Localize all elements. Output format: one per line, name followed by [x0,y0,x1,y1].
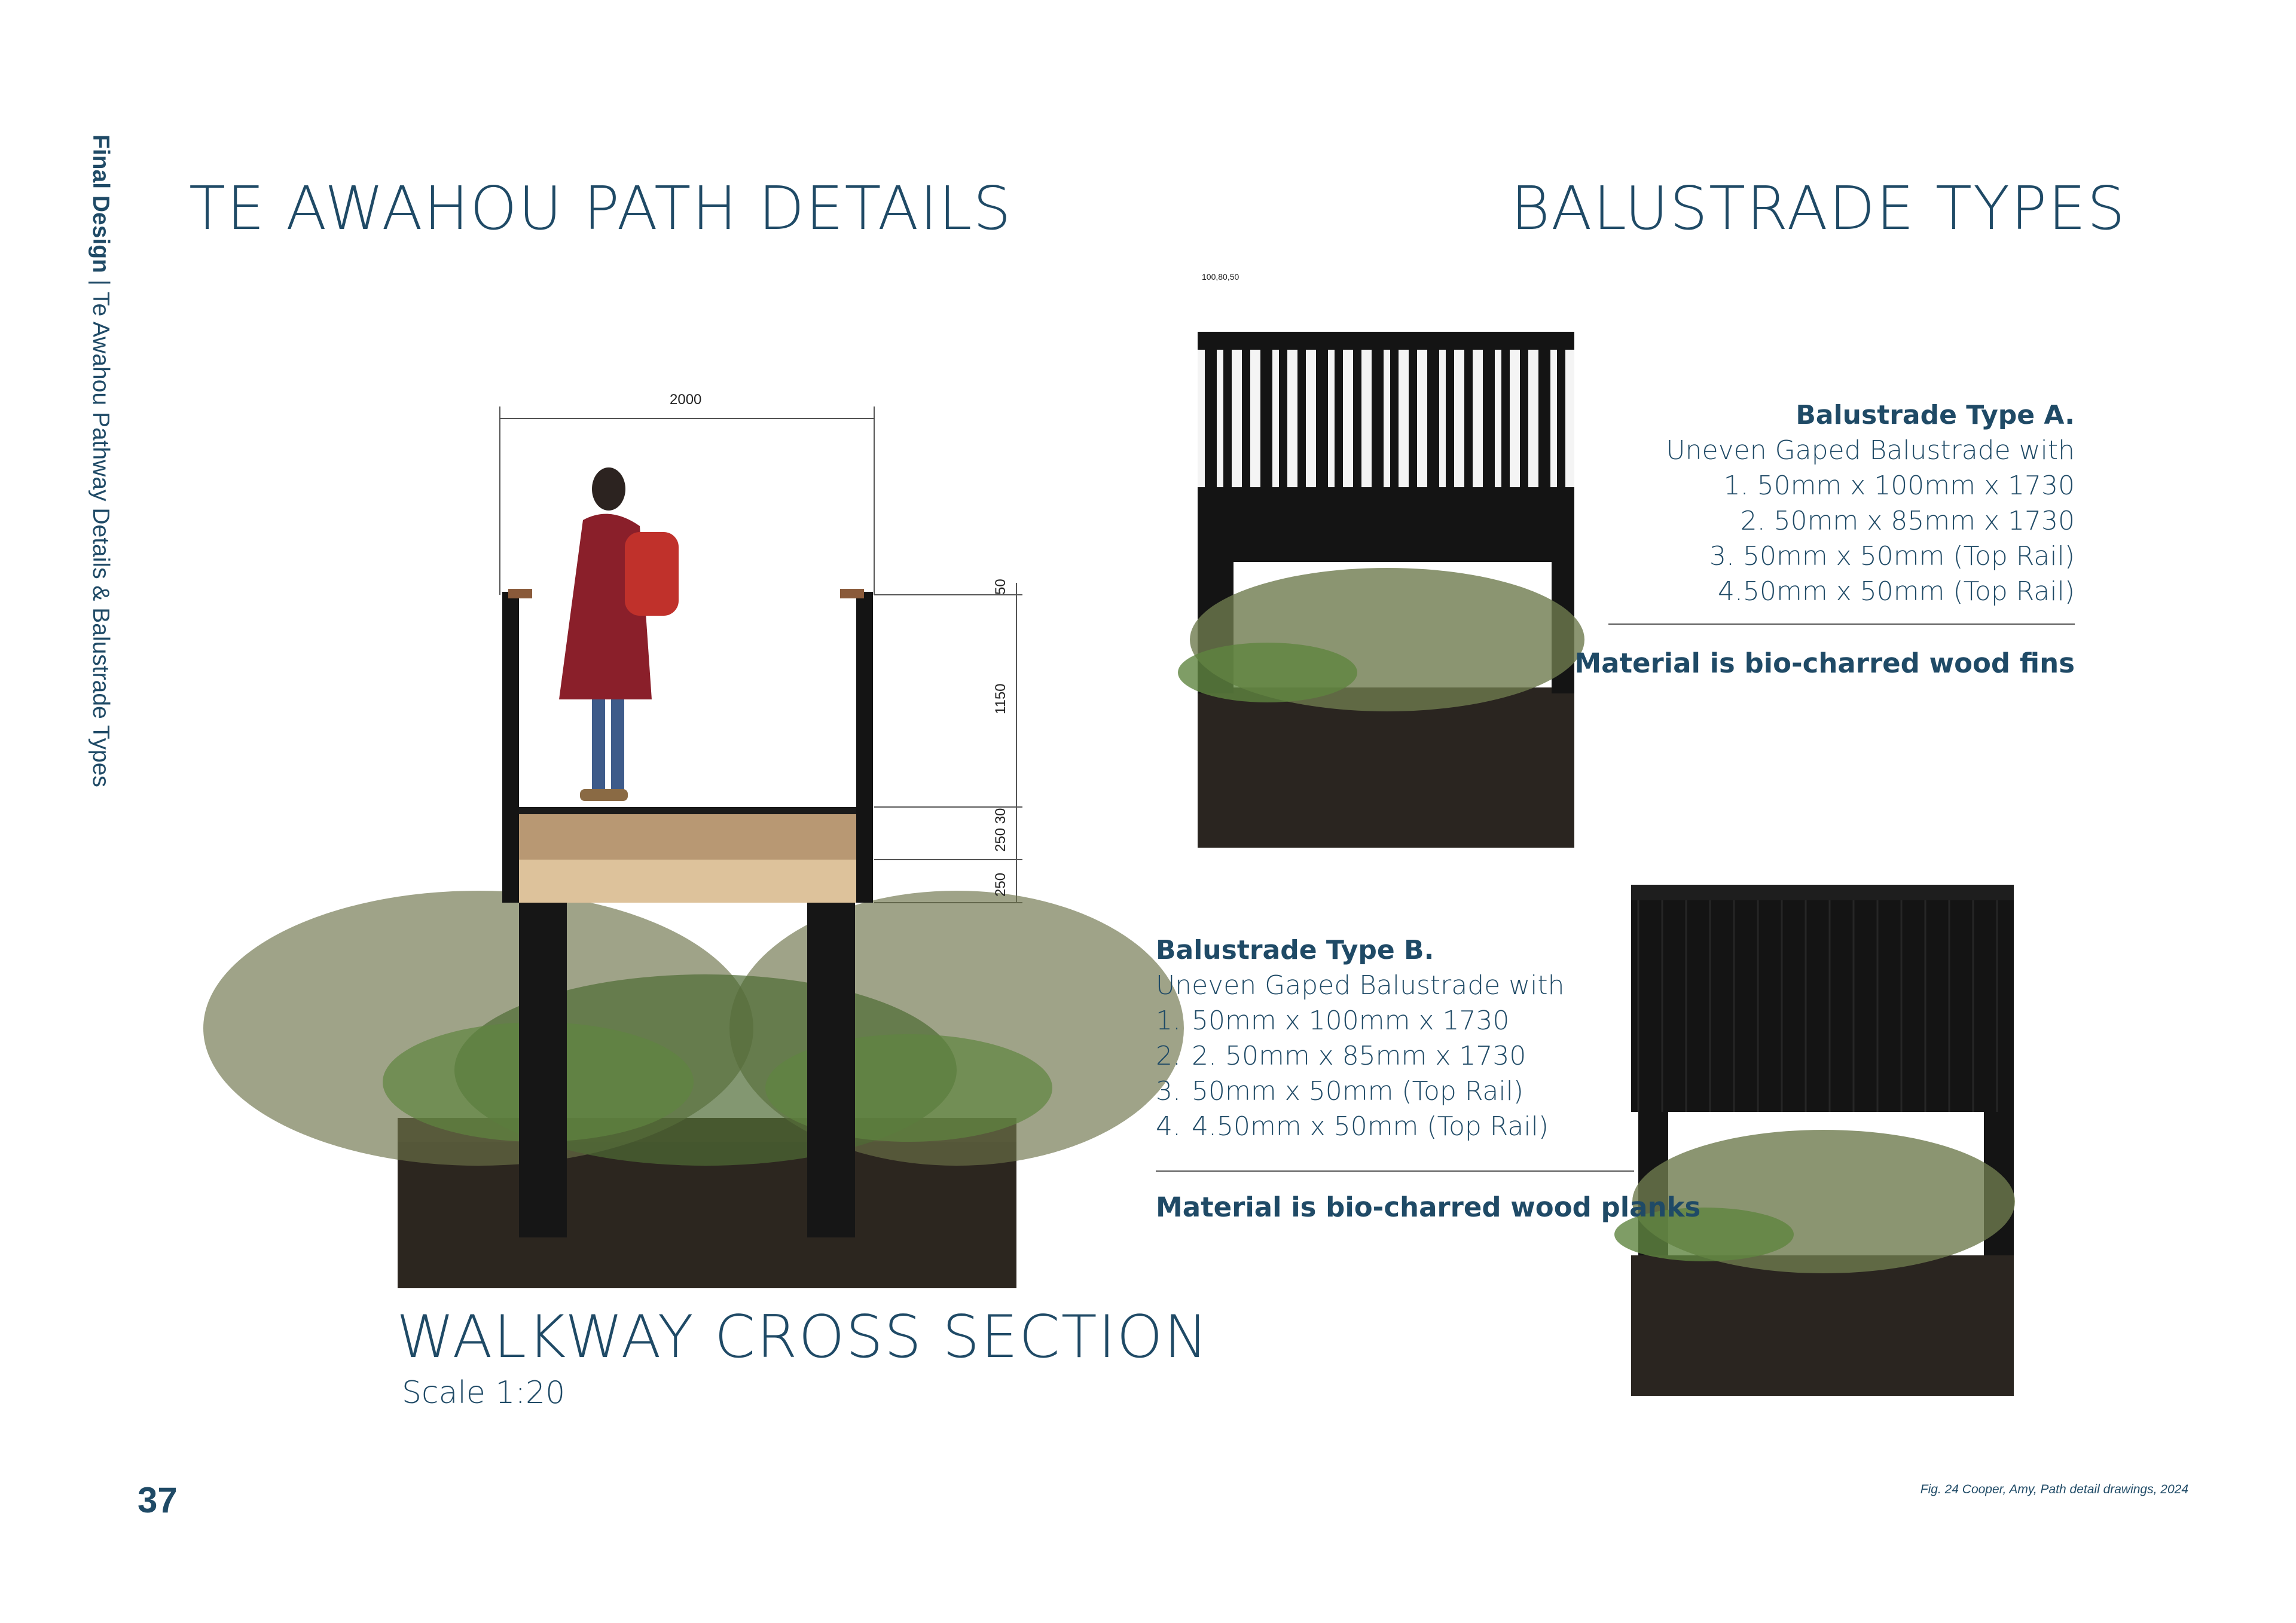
balustrade-b-item: 3.50mm x 50mm (Top Rail) [1156,1076,1524,1107]
balustrade-a-item: 1. 50mm x 100mm x 1730 [1723,470,2075,501]
wood-fin [1427,350,1439,487]
wood-fin [1335,350,1343,487]
scale-label: Scale 1:20 [402,1375,566,1411]
balustrade-a-item: 3. 50mm x 50mm (Top Rail) [1709,541,2075,571]
wood-fin [1390,350,1399,487]
wood-fin [1464,350,1473,487]
soil-block [1198,687,1574,848]
wood-fin [1557,350,1565,487]
balustrade-a-item: 2. 50mm x 85mm x 1730 [1740,506,2075,536]
wood-fin [1223,350,1232,487]
path-details-title: TE AWAHOU PATH DETAILS [189,173,1012,243]
cross-section-title: WALKWAY CROSS SECTION [396,1303,1209,1371]
wood-fin [1520,350,1528,487]
foliage [1614,1208,1794,1261]
wood-fin [1205,350,1217,487]
wood-fin [1483,350,1495,487]
balustrade-b-item: 4.4.50mm x 50mm (Top Rail) [1156,1111,1549,1142]
balustrade-b-spec: Balustrade Type B. Uneven Gaped Balustra… [1156,933,1565,1144]
top-rail [1631,885,2014,900]
balustrade-types-title: BALUSTRADE TYPES [1510,173,2126,243]
foliage [1178,643,1357,702]
balustrade-a-item: 4.50mm x 50mm (Top Rail) [1718,576,2075,607]
top-rail [1198,332,1574,350]
balustrade-a-divider [1608,623,2075,625]
balustrade-b-item: 2.2. 50mm x 85mm x 1730 [1156,1041,1526,1071]
balustrade-a-heading: Balustrade Type A. [1796,400,2075,430]
balustrade-a-intro: Uneven Gaped Balustrade with [1666,435,2075,466]
wood-fin [1316,350,1328,487]
wood-fin [1446,350,1454,487]
dim-width: 2000 [670,392,702,408]
balustrade-a-spec: Balustrade Type A. Uneven Gaped Balustra… [1666,398,2075,609]
wood-fin [1372,350,1384,487]
fin-base-band [1198,487,1574,562]
balustrade-b-material: Material is bio-charred wood planks [1156,1191,1701,1223]
wood-fin [1242,350,1250,487]
soil-block [1631,1255,2014,1396]
wood-fin [1353,350,1361,487]
balustrade-b-heading: Balustrade Type B. [1156,935,1434,965]
wood-fin [1538,350,1550,487]
balustrade-b-item: 1.50mm x 100mm x 1730 [1156,1005,1510,1036]
dim-top-a: 100,80,50 [1202,272,1239,282]
wood-fin [1260,350,1272,487]
plank-wall [1631,885,2014,1112]
wood-fin [1279,350,1287,487]
wood-fin [1409,350,1417,487]
balustrade-b-intro: Uneven Gaped Balustrade with [1156,970,1565,1001]
balustrade-b-divider [1156,1170,1634,1172]
balustrade-a-material: Material is bio-charred wood fins [1574,647,2075,679]
wood-fin [1501,350,1510,487]
page-number: 37 [138,1480,178,1520]
wood-fin [1297,350,1306,487]
figure-caption: Fig. 24 Cooper, Amy, Path detail drawing… [1920,1483,2188,1496]
